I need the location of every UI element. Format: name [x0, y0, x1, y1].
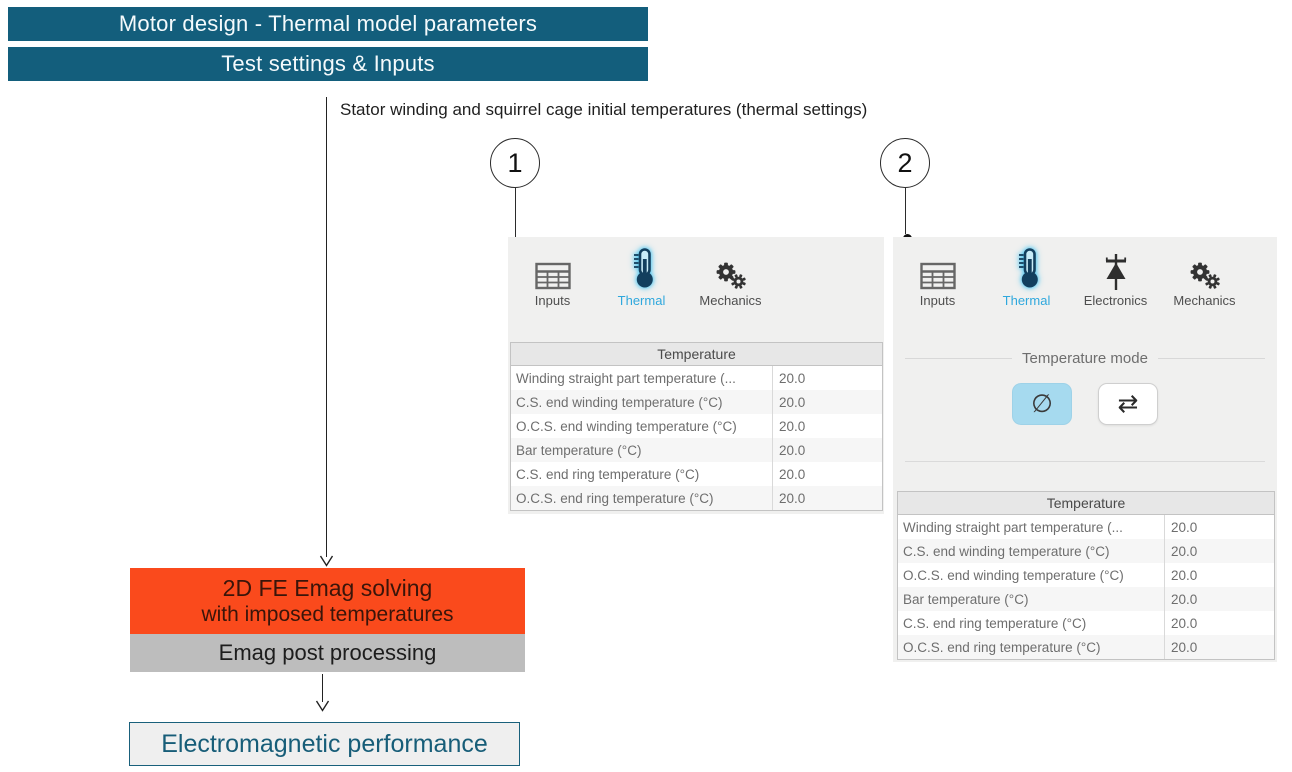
toolbar-label: Inputs — [534, 293, 571, 308]
param-value[interactable]: 20.0 — [779, 442, 806, 458]
table-row: O.C.S. end winding temperature (°C) 20.0 — [511, 414, 882, 438]
flow-annotation: Stator winding and squirrel cage initial… — [340, 100, 868, 119]
table-row: O.C.S. end ring temperature (°C) 20.0 — [511, 486, 882, 510]
toolbar-button-thermal[interactable]: Thermal — [597, 246, 686, 308]
callout-2: 2 — [880, 138, 930, 188]
mode-button-bidirectional[interactable]: ⇄ — [1098, 383, 1158, 425]
toolbar-button-mechanics[interactable]: Mechanics — [1160, 246, 1249, 308]
toolbar-button-electronics[interactable]: Electronics — [1071, 246, 1160, 308]
table-row: C.S. end winding temperature (°C) 20.0 — [898, 539, 1274, 563]
table-header: Temperature — [511, 343, 882, 366]
swap-arrows-icon: ⇄ — [1117, 390, 1139, 418]
toolbar-button-mechanics[interactable]: Mechanics — [686, 246, 775, 308]
arrow-down-icon — [319, 555, 334, 567]
empty-set-icon: ∅ — [1031, 390, 1053, 418]
param-value[interactable]: 20.0 — [1171, 615, 1198, 631]
param-label: Winding straight part temperature (... — [511, 366, 773, 390]
param-label: C.S. end winding temperature (°C) — [898, 539, 1165, 563]
title-banner: Motor design - Thermal model parameters — [8, 7, 648, 41]
param-label: C.S. end ring temperature (°C) — [898, 611, 1165, 635]
gears-icon — [714, 246, 748, 290]
panel1-toolbar: Inputs Thermal — [508, 246, 775, 308]
table-row: Winding straight part temperature (... 2… — [511, 366, 882, 390]
table-row: Bar temperature (°C) 20.0 — [511, 438, 882, 462]
table-icon — [919, 246, 956, 290]
result-label: Electromagnetic performance — [161, 729, 488, 758]
table-row: C.S. end ring temperature (°C) 20.0 — [511, 462, 882, 486]
table-row: Winding straight part temperature (... 2… — [898, 515, 1274, 539]
callout-2-line — [905, 188, 906, 234]
thermometer-icon — [1010, 246, 1044, 290]
param-label: Bar temperature (°C) — [511, 438, 773, 462]
mode-button-none[interactable]: ∅ — [1012, 383, 1072, 425]
temperature-mode-label: Temperature mode — [1022, 349, 1148, 367]
table-row: O.C.S. end ring temperature (°C) 20.0 — [898, 635, 1274, 659]
param-label: C.S. end winding temperature (°C) — [511, 390, 773, 414]
arrow-down-icon — [315, 700, 330, 712]
table-header: Temperature — [898, 492, 1274, 515]
temperature-table: Temperature Winding straight part temper… — [510, 342, 883, 511]
temperature-table: Temperature Winding straight part temper… — [897, 491, 1275, 660]
solve-box-line1: 2D FE Emag solving — [222, 574, 433, 601]
result-flow-line — [322, 674, 323, 702]
main-flow-line — [326, 97, 327, 557]
panel2-toolbar: Inputs Thermal — [893, 246, 1249, 308]
param-value[interactable]: 20.0 — [779, 370, 806, 386]
toolbar-label: Thermal — [1002, 293, 1051, 308]
thermal-settings-panel-1: Inputs Thermal — [508, 237, 884, 514]
table-icon — [534, 246, 571, 290]
table-row: O.C.S. end winding temperature (°C) 20.0 — [898, 563, 1274, 587]
subtitle-banner: Test settings & Inputs — [8, 47, 648, 81]
callout-1-line — [515, 188, 516, 238]
thermal-settings-panel-2: Inputs Thermal — [893, 237, 1277, 662]
param-value[interactable]: 20.0 — [1171, 519, 1198, 535]
param-value[interactable]: 20.0 — [779, 466, 806, 482]
title-banner-label: Motor design - Thermal model parameters — [118, 11, 538, 36]
post-processing-box: Emag post processing — [130, 634, 525, 672]
toolbar-label: Electronics — [1083, 293, 1148, 308]
result-box: Electromagnetic performance — [129, 722, 520, 766]
temperature-mode-legend: Temperature mode — [905, 349, 1265, 367]
solve-box-line2: with imposed temperatures — [201, 603, 454, 627]
param-label: O.C.S. end ring temperature (°C) — [898, 635, 1165, 659]
param-label: Winding straight part temperature (... — [898, 515, 1165, 539]
param-label: O.C.S. end ring temperature (°C) — [511, 486, 773, 510]
gears-icon — [1188, 246, 1222, 290]
toolbar-label: Thermal — [617, 293, 666, 308]
param-value[interactable]: 20.0 — [779, 418, 806, 434]
param-label: Bar temperature (°C) — [898, 587, 1165, 611]
callout-2-number: 2 — [897, 147, 913, 178]
param-value[interactable]: 20.0 — [1171, 591, 1198, 607]
param-value[interactable]: 20.0 — [1171, 639, 1198, 655]
param-value[interactable]: 20.0 — [779, 394, 806, 410]
callout-1: 1 — [490, 138, 540, 188]
param-label: C.S. end ring temperature (°C) — [511, 462, 773, 486]
table-row: Bar temperature (°C) 20.0 — [898, 587, 1274, 611]
toolbar-button-inputs[interactable]: Inputs — [508, 246, 597, 308]
post-processing-label: Emag post processing — [218, 640, 437, 665]
callout-1-number: 1 — [507, 147, 523, 178]
param-label: O.C.S. end winding temperature (°C) — [511, 414, 773, 438]
toolbar-label: Mechanics — [699, 293, 762, 308]
section-divider — [905, 461, 1265, 462]
subtitle-banner-label: Test settings & Inputs — [221, 51, 435, 76]
toolbar-button-inputs[interactable]: Inputs — [893, 246, 982, 308]
toolbar-label: Inputs — [919, 293, 956, 308]
thermometer-icon — [625, 246, 659, 290]
toolbar-label: Mechanics — [1173, 293, 1236, 308]
diode-icon — [1101, 246, 1131, 290]
table-row: C.S. end winding temperature (°C) 20.0 — [511, 390, 882, 414]
temperature-mode-buttons: ∅ ⇄ — [893, 383, 1277, 425]
param-label: O.C.S. end winding temperature (°C) — [898, 563, 1165, 587]
param-value[interactable]: 20.0 — [1171, 543, 1198, 559]
toolbar-button-thermal[interactable]: Thermal — [982, 246, 1071, 308]
solve-box: 2D FE Emag solving with imposed temperat… — [130, 568, 525, 634]
param-value[interactable]: 20.0 — [779, 490, 806, 506]
table-row: C.S. end ring temperature (°C) 20.0 — [898, 611, 1274, 635]
param-value[interactable]: 20.0 — [1171, 567, 1198, 583]
